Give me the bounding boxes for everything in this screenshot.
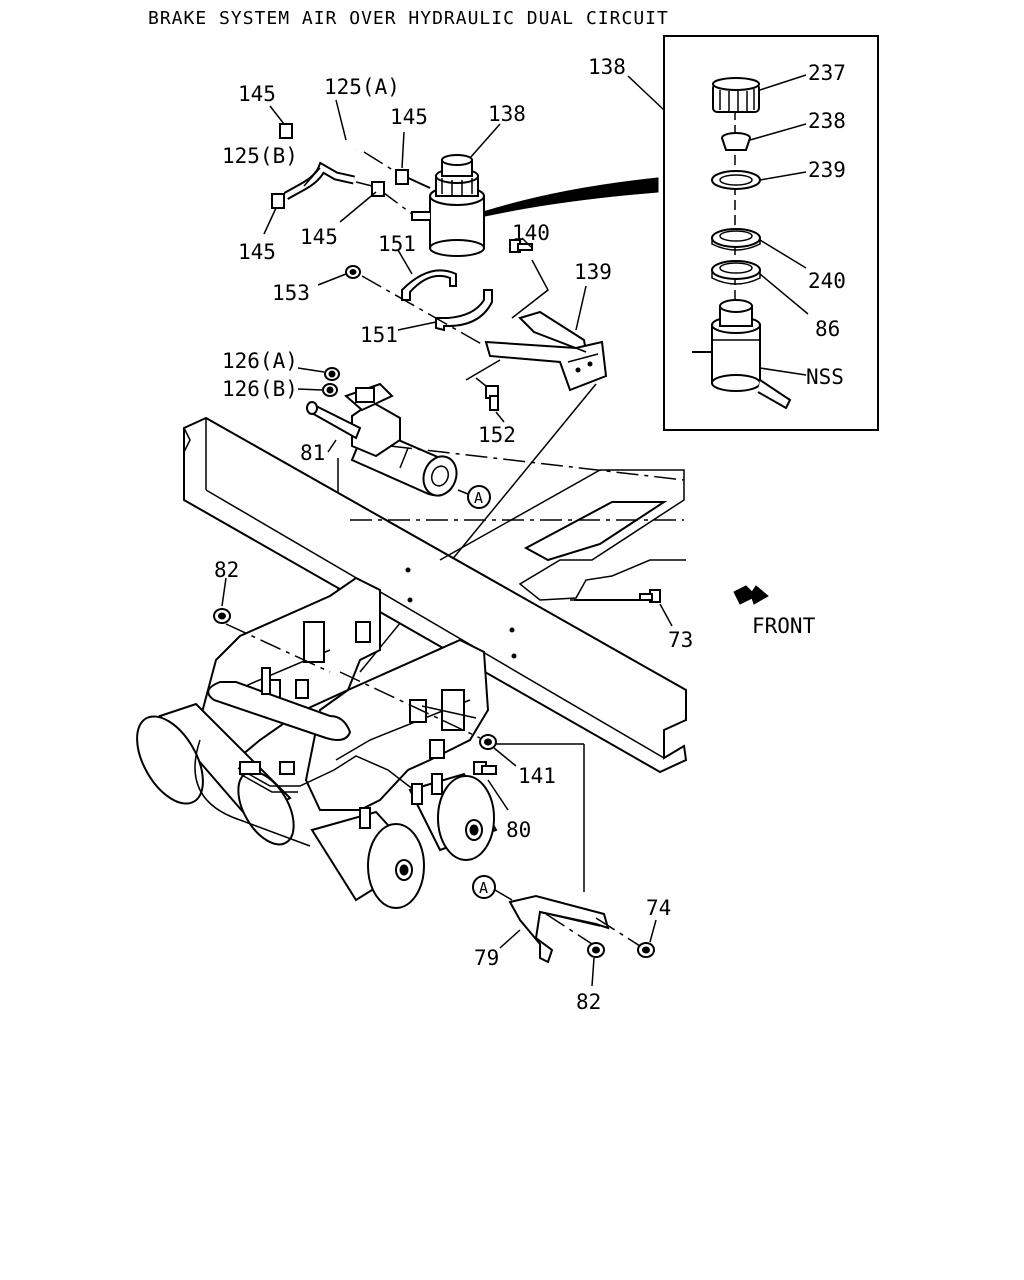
callout-240: 240 (808, 269, 846, 293)
part-237-cap (712, 77, 760, 113)
callout-145-lower-right: 145 (300, 225, 338, 249)
clamp-145-a (279, 123, 293, 139)
callout-152: 152 (478, 423, 516, 447)
callout-239: 239 (808, 158, 846, 182)
clamp-145-b (395, 169, 409, 185)
callout-79: 79 (474, 946, 499, 970)
nut-82-lower (587, 942, 605, 958)
part-239-ring (711, 170, 761, 190)
part-nss-reservoir (692, 299, 792, 410)
bolt-152 (475, 377, 499, 411)
chassis-frame (183, 416, 688, 774)
callout-140: 140 (512, 221, 550, 245)
air-chamber-center (310, 810, 425, 909)
callout-151-upper: 151 (378, 232, 416, 256)
part-138-reservoir (403, 154, 485, 257)
callout-82-upper: 82 (214, 558, 239, 582)
front-arrow-icon (733, 585, 769, 605)
reference-circle-a-lower (472, 875, 496, 899)
band-151-lower (435, 289, 493, 332)
bracket-79-assembly: A 74 79 82 (472, 875, 671, 1014)
callout-138-inset: 138 (588, 55, 626, 79)
callout-125a: 125(A) (324, 75, 400, 99)
callout-145-top-left: 145 (238, 82, 276, 106)
reservoir-hose-assembly: 145 125(A) 145 138 125(B) 145 145 (222, 75, 526, 264)
part-86-gasket (711, 260, 761, 285)
callout-238: 238 (808, 109, 846, 133)
callout-237: 237 (808, 61, 846, 85)
part-240-seal (711, 228, 761, 251)
callout-nss: NSS (806, 365, 844, 389)
fitting-126a (324, 367, 340, 381)
callout-86: 86 (815, 317, 840, 341)
nut-141 (479, 734, 497, 750)
band-151-upper (401, 269, 457, 301)
lower-valve-assembly: 82 73 141 80 (136, 558, 693, 909)
callout-153: 153 (272, 281, 310, 305)
reference-circle-a-upper (467, 485, 491, 509)
bolt-140 (509, 239, 533, 253)
diagram-title: BRAKE SYSTEM AIR OVER HYDRAULIC DUAL CIR… (148, 8, 669, 29)
callout-82-lower: 82 (576, 990, 601, 1014)
callout-81: 81 (300, 441, 325, 465)
fitting-126b (322, 383, 338, 397)
inset-exploded-reservoir: 138 237 238 239 240 86 NSS (482, 35, 879, 431)
bracket-79 (508, 894, 610, 964)
callout-126b: 126(B) (222, 377, 298, 401)
bracket-assembly: 151 140 139 153 151 152 (272, 221, 612, 447)
air-hydraulic-unit: A 126(A) 126(B) 81 (222, 349, 491, 509)
clamp-145-d (271, 193, 285, 209)
nut-74 (637, 942, 655, 958)
nut-82-upper (213, 608, 231, 624)
part-238-strainer (721, 132, 751, 151)
callout-151-lower: 151 (360, 323, 398, 347)
callout-73: 73 (668, 628, 693, 652)
bolt-80 (473, 761, 497, 775)
bolt-73 (639, 589, 661, 603)
front-label: FRONT (752, 614, 816, 638)
bracket-139 (484, 310, 608, 392)
callout-125b: 125(B) (222, 144, 298, 168)
callout-145-top-right: 145 (390, 105, 428, 129)
callout-141: 141 (518, 764, 556, 788)
reference-a-upper-label: A (474, 489, 483, 507)
callout-80: 80 (506, 818, 531, 842)
front-direction-indicator: FRONT (733, 585, 816, 638)
nut-153 (345, 265, 361, 279)
callout-138-reservoir: 138 (488, 102, 526, 126)
callout-74: 74 (646, 896, 671, 920)
callout-145-lower-left: 145 (238, 240, 276, 264)
callout-139: 139 (574, 260, 612, 284)
callout-126a: 126(A) (222, 349, 298, 373)
reference-a-lower-label: A (479, 879, 488, 897)
